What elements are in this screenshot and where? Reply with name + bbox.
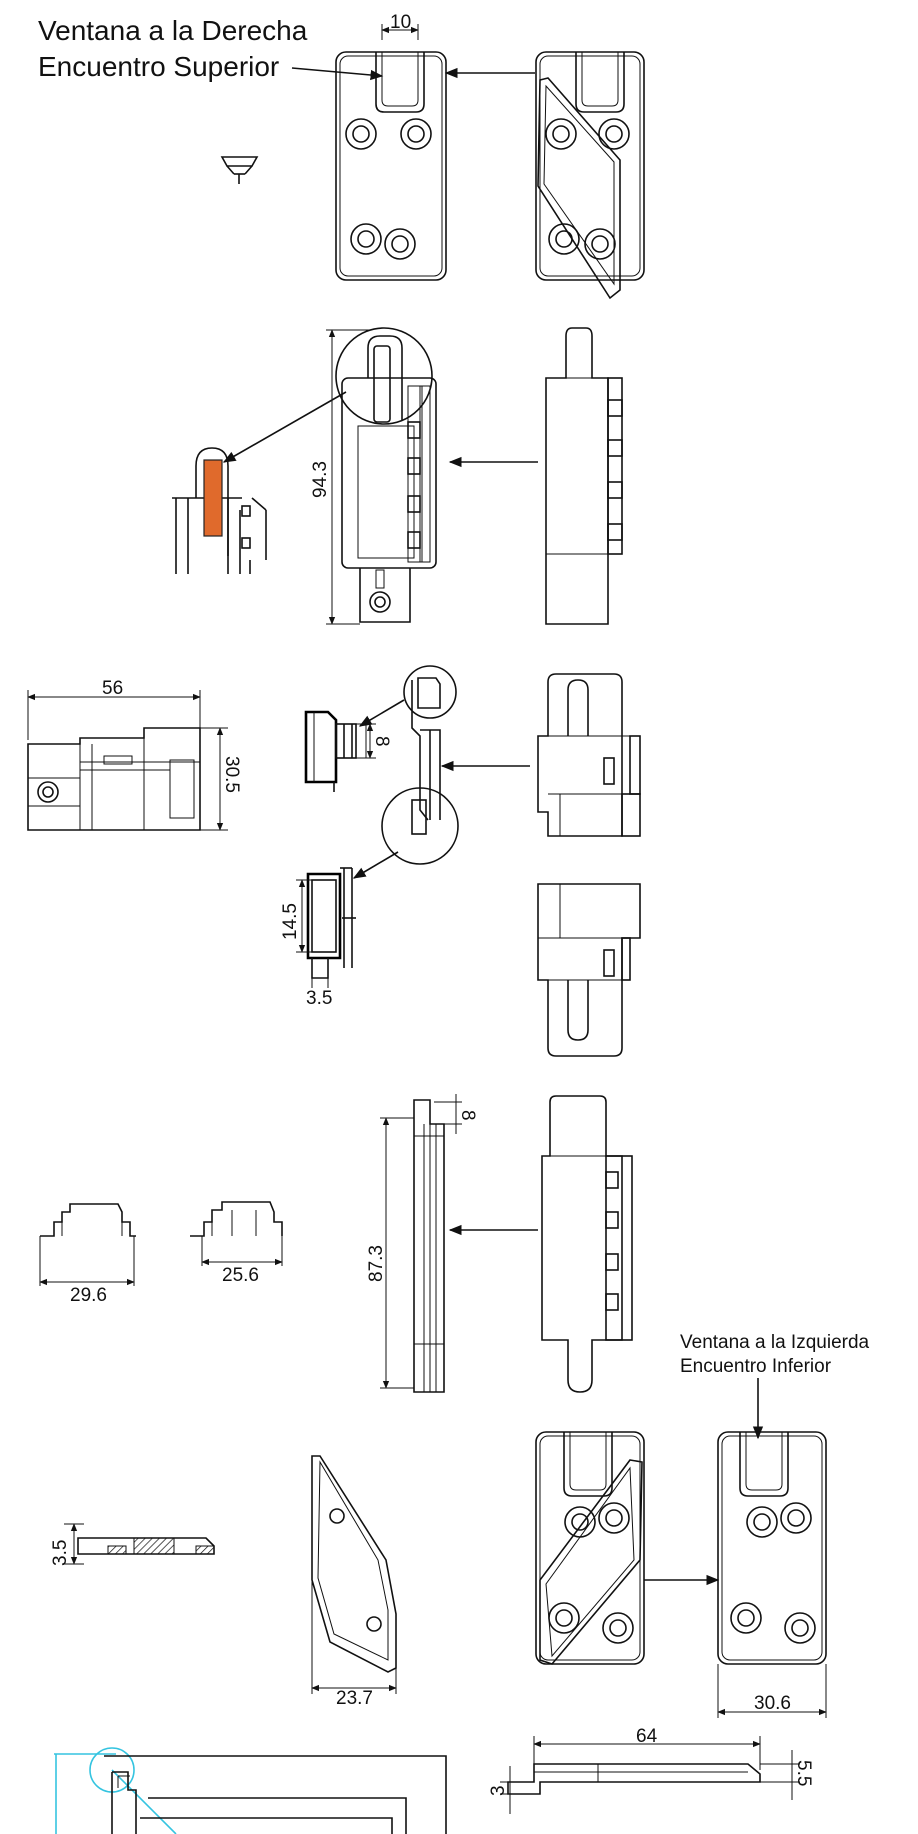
- bottom-frame-corner: [54, 1747, 447, 1834]
- dimension-56: 56: [27, 678, 201, 740]
- svg-text:30.5: 30.5: [221, 756, 242, 793]
- keeper-plate-bottom-left: [535, 1431, 645, 1665]
- dimension-8-a: 8: [356, 723, 392, 759]
- svg-text:3: 3: [488, 1785, 509, 1796]
- svg-text:3.5: 3.5: [50, 1540, 71, 1566]
- profile-middle: [381, 665, 459, 865]
- frame-part-front-view-2: [537, 673, 641, 837]
- keeper-plate-bottom-right: 30.6: [717, 1431, 827, 1718]
- bottom-title-line1: Ventana a la Izquierda: [680, 1332, 870, 1353]
- profile-long: [413, 1099, 445, 1393]
- top-title-line1: Ventana a la Derecha: [38, 15, 308, 46]
- title-leader-arrow: [291, 67, 384, 81]
- flat-plate-section: 3.5: [50, 1523, 215, 1566]
- svg-text:23.7: 23.7: [336, 1688, 373, 1709]
- svg-text:3.5: 3.5: [306, 988, 332, 1009]
- svg-text:25.6: 25.6: [222, 1265, 259, 1286]
- bottom-title-line2: Encuentro Inferior: [680, 1356, 832, 1377]
- keeper-plate-top-left: [335, 51, 447, 281]
- dimension-3-5-a: 3.5: [306, 978, 332, 1009]
- leader-detail-8: [358, 699, 405, 727]
- detail-8-part: [304, 710, 367, 792]
- svg-text:94.3: 94.3: [310, 461, 331, 498]
- svg-text:5.5: 5.5: [793, 1760, 814, 1786]
- svg-text:29.6: 29.6: [70, 1285, 107, 1306]
- side-block-56: [27, 727, 201, 831]
- dimension-87-3: 87.3: [366, 1117, 414, 1389]
- detail-orange-insert: [172, 447, 267, 574]
- detail-circle-top: [335, 327, 433, 425]
- frame-part-front-view-3: [537, 883, 641, 1057]
- dimension-5-5: 5.5: [760, 1750, 814, 1800]
- keeper-plate-top-right: [535, 51, 645, 300]
- dimension-8-b: 8: [434, 1094, 478, 1134]
- detail-14-part: [306, 867, 356, 979]
- svg-text:87.3: 87.3: [366, 1245, 387, 1282]
- svg-text:14.5: 14.5: [280, 903, 301, 940]
- dimension-94-3: 94.3: [310, 329, 370, 625]
- svg-text:56: 56: [102, 678, 123, 699]
- svg-text:30.6: 30.6: [754, 1693, 791, 1714]
- dimension-10: 10: [381, 12, 419, 40]
- frame-part-front-view-4: [541, 1095, 633, 1393]
- leader-detail-14: [352, 851, 399, 879]
- frame-part-front-view-1: [545, 327, 623, 625]
- svg-text:64: 64: [636, 1726, 658, 1747]
- svg-text:8: 8: [371, 736, 392, 747]
- dimension-3: 3: [488, 1766, 516, 1814]
- top-title-line2: Encuentro Superior: [38, 51, 279, 82]
- frame-part-side-view: [341, 377, 437, 623]
- svg-text:8: 8: [457, 1110, 478, 1121]
- dimension-14-5: 14.5: [280, 879, 312, 953]
- dimension-30-5: 30.5: [200, 727, 242, 831]
- screw-icon: [220, 156, 259, 184]
- angled-wedge-part: 23.7: [311, 1455, 397, 1709]
- small-profile-25-6: 25.6: [190, 1201, 283, 1286]
- svg-text:10: 10: [390, 12, 411, 33]
- detail-leader-orange: [222, 391, 347, 463]
- slim-profile-64: [507, 1763, 761, 1795]
- small-profile-29-6: 29.6: [39, 1203, 136, 1306]
